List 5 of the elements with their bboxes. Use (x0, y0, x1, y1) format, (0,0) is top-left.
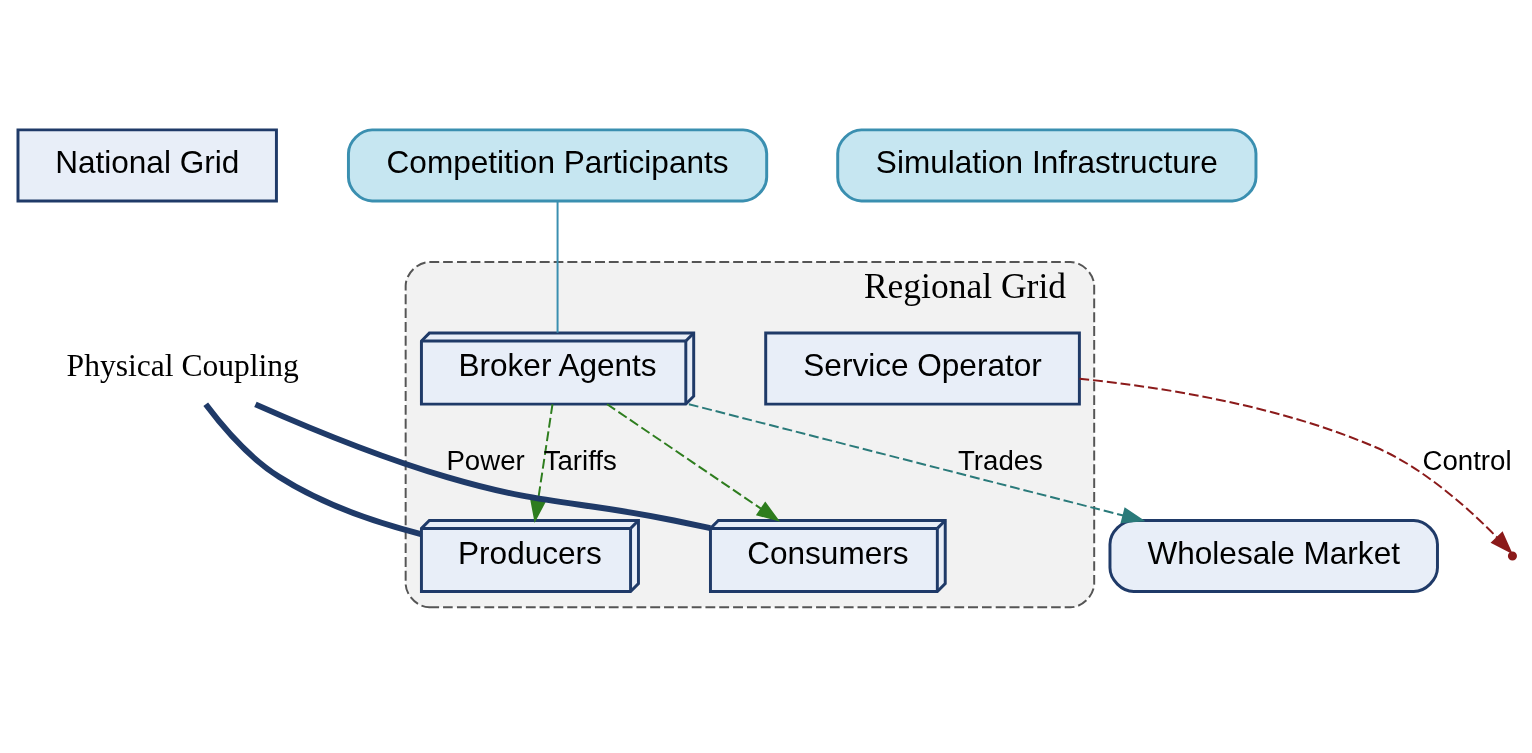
node-text: Physical Coupling (66, 348, 299, 384)
edge-label: Power (446, 444, 525, 476)
edge-label: Trades (958, 444, 1043, 476)
edge-label: Control (1422, 444, 1512, 476)
edge-label: Tariffs (543, 444, 617, 476)
